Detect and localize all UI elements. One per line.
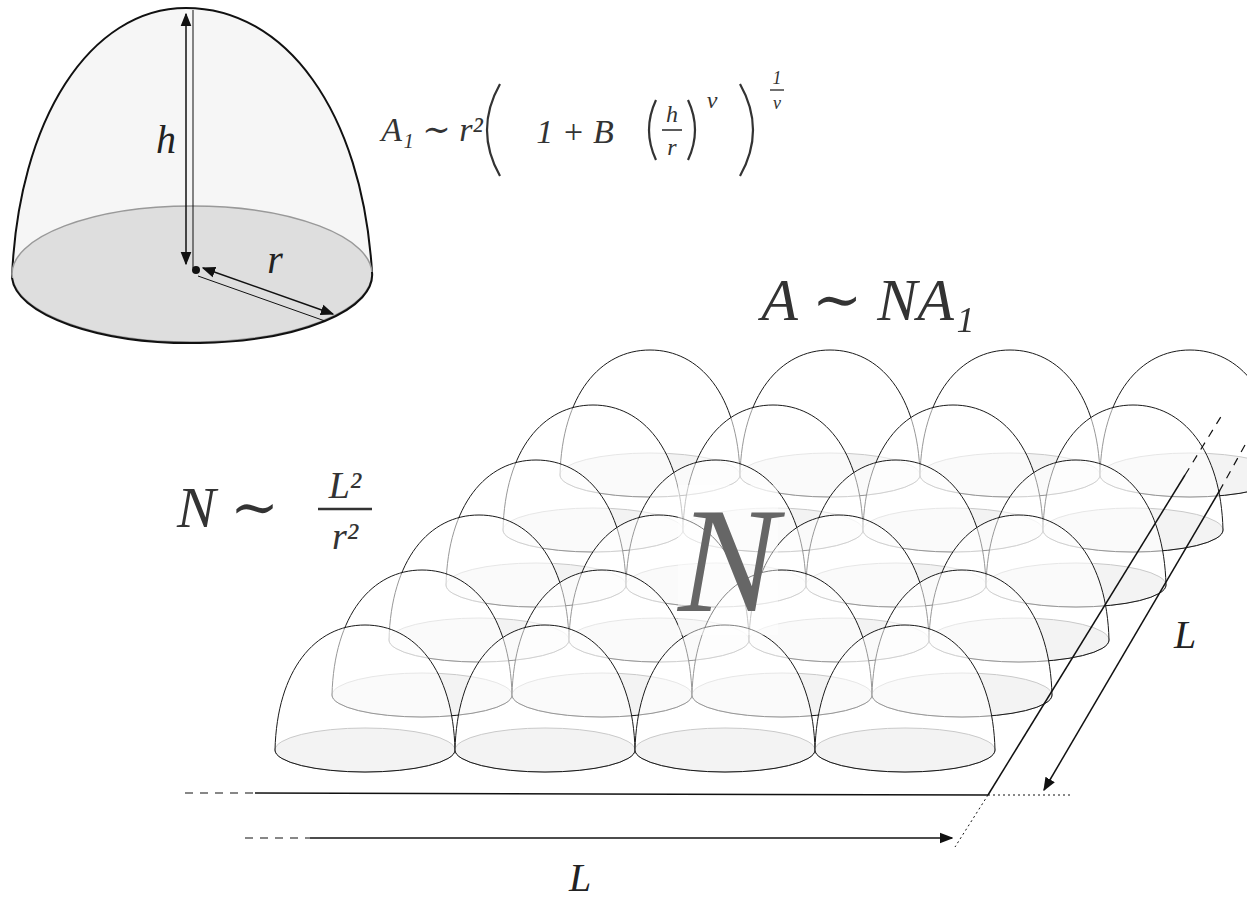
dome-shell bbox=[455, 625, 635, 772]
height-guide bbox=[193, 10, 194, 268]
floor-edge bbox=[1185, 415, 1222, 475]
formula-term: r² bbox=[332, 517, 358, 555]
dome bbox=[275, 625, 455, 772]
dome bbox=[635, 625, 815, 772]
bracket bbox=[487, 84, 500, 176]
dome bbox=[815, 625, 995, 772]
extension-line bbox=[955, 795, 988, 847]
fraction-bar bbox=[318, 508, 372, 510]
extension-line bbox=[988, 795, 1072, 796]
dome-shell bbox=[635, 625, 815, 772]
floor-edge bbox=[988, 475, 1185, 795]
dimension-line bbox=[245, 837, 310, 838]
count-symbol: N bbox=[678, 485, 778, 635]
height-arrow bbox=[185, 14, 187, 264]
formula-exponent: ν bbox=[707, 88, 718, 112]
formula-term: A₁ ∼ r² bbox=[381, 113, 483, 147]
formula-term: h bbox=[666, 102, 678, 126]
bracket bbox=[688, 100, 695, 160]
dome bbox=[455, 625, 635, 772]
dome-shell bbox=[275, 625, 455, 772]
dome-array bbox=[275, 350, 1247, 772]
radius-guide bbox=[198, 276, 325, 321]
bracket bbox=[740, 84, 753, 176]
dimension-label: L bbox=[569, 858, 591, 898]
dome-shell bbox=[815, 625, 995, 772]
count-formula: N ∼ bbox=[177, 479, 279, 537]
base-front-edge bbox=[12, 272, 372, 343]
floor-edge bbox=[185, 792, 255, 793]
formula-exponent: ν bbox=[773, 94, 781, 112]
single-dome bbox=[12, 8, 372, 343]
dimension-arrow bbox=[310, 837, 952, 839]
area-formula: A ∼ NA₁ bbox=[761, 270, 974, 330]
height-label: h bbox=[156, 120, 176, 160]
fraction-bar bbox=[770, 89, 784, 90]
floor-lines bbox=[185, 415, 1245, 847]
formula-exponent: 1 bbox=[773, 69, 782, 87]
bracket bbox=[649, 100, 656, 160]
floor-edge bbox=[255, 793, 988, 795]
formula-term: L² bbox=[329, 466, 362, 504]
center-dot bbox=[192, 266, 200, 274]
dimension-label: L bbox=[1174, 615, 1196, 655]
dimension-arrow bbox=[1044, 490, 1220, 790]
dome-base bbox=[12, 206, 372, 342]
radius-label: r bbox=[267, 240, 283, 280]
dimension-line bbox=[1220, 445, 1245, 490]
formula-term: r bbox=[667, 135, 676, 159]
fraction-bar bbox=[662, 129, 682, 131]
formula-term: 1 + B bbox=[536, 115, 614, 149]
